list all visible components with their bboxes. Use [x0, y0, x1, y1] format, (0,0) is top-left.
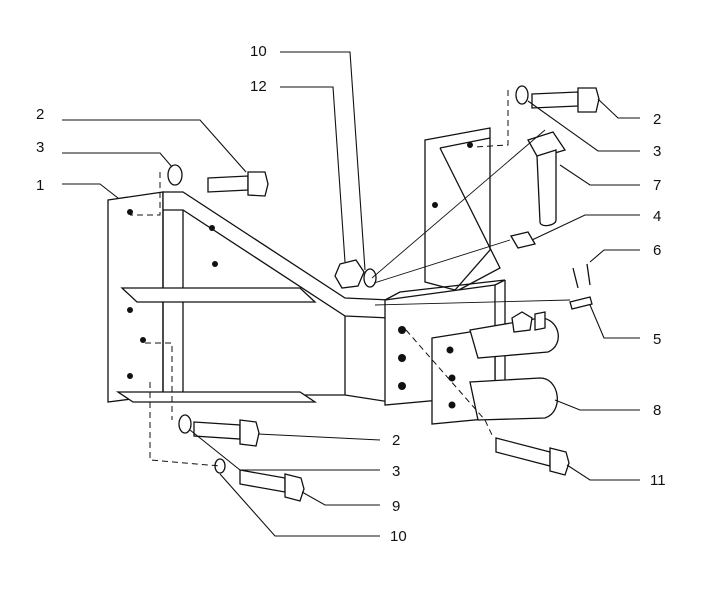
callout-11: 11: [650, 472, 666, 489]
callout-3-top-left: 3: [36, 139, 44, 156]
pin-part-5: [569, 296, 593, 310]
tow-pin: [527, 131, 567, 227]
callout-2-top-left: 2: [36, 106, 44, 123]
callout-5: 5: [653, 331, 661, 348]
callout-9: 9: [392, 498, 400, 515]
leader-lines: [62, 51, 640, 537]
callout-10-top: 10: [250, 43, 267, 60]
right-upright-bracket: [424, 127, 501, 293]
tow-hitch-assembly: [431, 311, 559, 425]
callout-4: 4: [653, 208, 661, 225]
main-bracket: [107, 191, 391, 403]
cotter-pins-part-6: [572, 263, 591, 289]
callout-7: 7: [653, 177, 661, 194]
callout-10-bottom: 10: [390, 528, 407, 545]
callout-6: 6: [653, 242, 661, 259]
callout-3-top-right: 3: [653, 143, 661, 160]
callout-2-top-right: 2: [653, 111, 661, 128]
bolt-lower-left-a: [193, 419, 260, 447]
alignment-lines: [130, 90, 571, 467]
callout-12: 12: [250, 78, 267, 95]
callout-8: 8: [653, 402, 661, 419]
callout-3-bottom: 3: [392, 463, 400, 480]
bolt-top-left: [207, 171, 269, 197]
callout-2-bottom: 2: [392, 432, 400, 449]
bolt-lower-right: [495, 437, 570, 476]
bolt-top-right: [531, 87, 600, 113]
callout-1: 1: [36, 177, 44, 194]
bolt-lower-left-b: [239, 469, 305, 502]
callout-labels: 1 2 3 10 12 2 3 7 4 6 5 8 11 2 3 9 10: [36, 43, 666, 545]
clip-part-4: [509, 231, 537, 249]
